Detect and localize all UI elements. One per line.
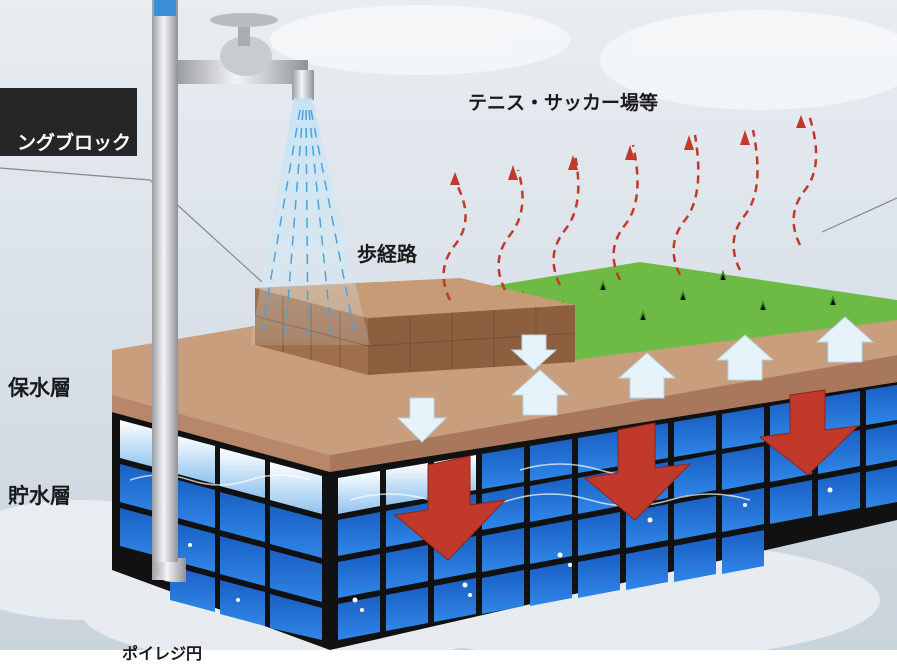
water-spray — [250, 98, 370, 345]
rainwater-storage-diagram — [0, 0, 897, 650]
retention-layer-label: 保水層 — [8, 376, 71, 400]
pipe-elbow — [152, 558, 186, 582]
evaporation-arrowheads — [450, 115, 806, 185]
bottom-partial-label: ポイレジ円 — [122, 644, 203, 663]
pipe-cap-blue — [154, 0, 176, 16]
standpipe — [152, 0, 178, 580]
evaporation-arrows — [442, 114, 818, 301]
field-label: テニス・サッカー場等 — [468, 92, 659, 114]
infiltration-down-arrows — [396, 334, 558, 443]
storage-down-arrows — [393, 389, 860, 561]
leader-line-field — [821, 197, 897, 233]
leader-line-block — [0, 167, 151, 181]
storage-layer-label: 貯水層 — [8, 484, 71, 508]
paving-block-label: ングブロック — [0, 88, 137, 156]
water-bubbles — [188, 487, 833, 612]
capillary-up-arrows — [510, 316, 875, 416]
paving-block-label-text: ングブロック — [16, 132, 131, 154]
water-drops — [261, 109, 356, 346]
storage-cells-left — [120, 420, 322, 640]
walkway-label: 歩経路 — [357, 242, 417, 266]
faucet-icon — [178, 13, 314, 100]
